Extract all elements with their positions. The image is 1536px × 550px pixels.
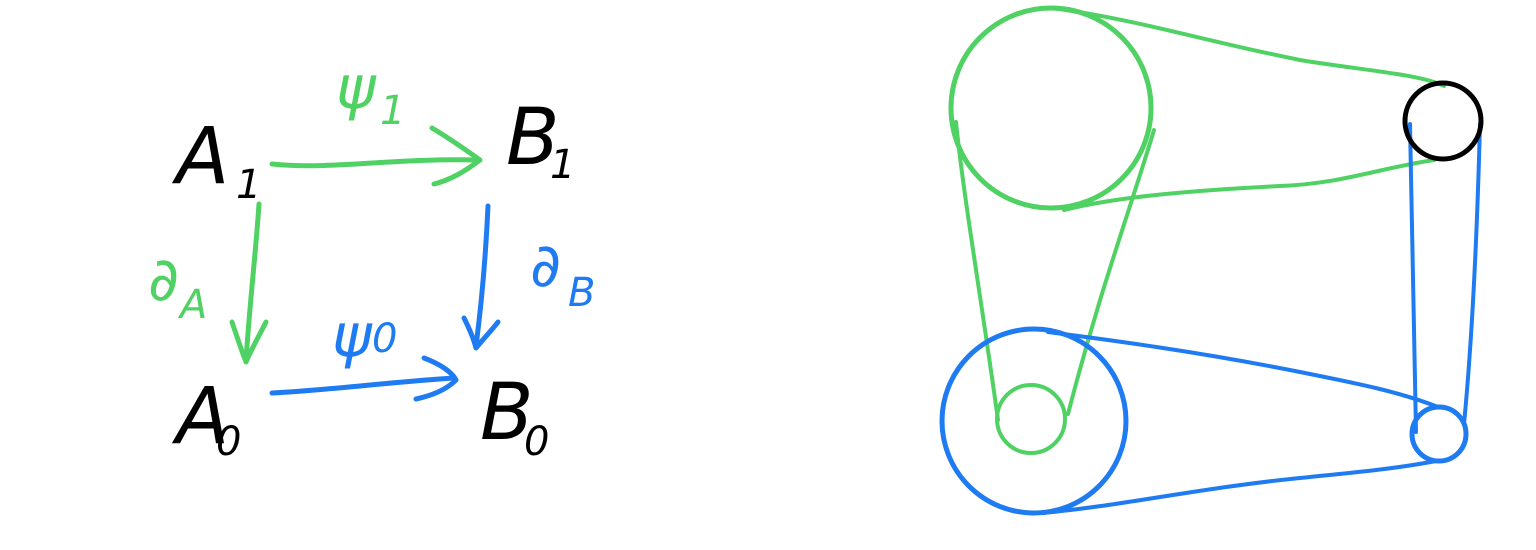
arrow-dB-label: ∂ bbox=[530, 231, 561, 301]
arrow-dB-head bbox=[461, 315, 501, 351]
arrow-dA-head bbox=[229, 319, 269, 365]
arrow-psi1-shaft bbox=[269, 157, 481, 169]
A1-circle bbox=[948, 5, 1154, 211]
node-B1: B 1 bbox=[506, 93, 575, 188]
node-A0-subscript: 0 bbox=[216, 419, 241, 465]
arrow-psi0-shaft bbox=[269, 375, 457, 396]
node-B0-base: B bbox=[480, 368, 534, 458]
node-A1: A 1 bbox=[171, 112, 261, 208]
arrow-dA-label: ∂ bbox=[148, 245, 179, 315]
node-B0: B 0 bbox=[480, 368, 549, 465]
commutative-square: A 1 B 1 A 0 B 0 ψ 1 ψ 0 bbox=[148, 53, 595, 465]
arrow-psi1-label: ψ bbox=[336, 53, 377, 123]
arrow-psi1-head bbox=[429, 125, 483, 187]
arrow-psi1: ψ 1 bbox=[269, 53, 483, 187]
blue-top-tangent bbox=[1046, 330, 1440, 409]
green-right-tangent bbox=[1066, 128, 1156, 416]
green-top-tangent bbox=[1050, 6, 1446, 88]
arrow-dB: ∂ B bbox=[461, 203, 595, 351]
node-A1-subscript: 1 bbox=[236, 162, 261, 208]
node-A1-base: A bbox=[171, 112, 229, 202]
arrow-psi1-subscript: 1 bbox=[380, 88, 405, 134]
arrow-psi0-subscript: 0 bbox=[372, 316, 397, 362]
blue-left-vertical bbox=[1408, 122, 1418, 434]
arrow-dA-shaft bbox=[243, 201, 262, 363]
green-left-tangent bbox=[954, 120, 1000, 422]
arrow-psi0-head bbox=[413, 355, 459, 402]
node-A0-base: A bbox=[171, 372, 229, 462]
green-bottom-tangent bbox=[1062, 158, 1436, 212]
node-B1-subscript: 1 bbox=[550, 142, 575, 188]
arrow-psi0: ψ 0 bbox=[269, 301, 459, 402]
B0-circle bbox=[1409, 404, 1469, 464]
A0-circle bbox=[939, 326, 1129, 516]
arrow-psi0-label: ψ bbox=[332, 301, 373, 371]
node-B1-base: B bbox=[506, 93, 560, 183]
arrow-dB-subscript: B bbox=[568, 270, 595, 316]
cylinder-sketch bbox=[939, 5, 1484, 516]
B1-circle bbox=[1402, 80, 1484, 162]
blue-bottom-tangent bbox=[1040, 459, 1438, 515]
node-A0: A 0 bbox=[171, 372, 241, 465]
blue-right-vertical bbox=[1462, 122, 1482, 426]
inner-circle bbox=[995, 383, 1067, 455]
arrow-dA-subscript: A bbox=[177, 282, 207, 328]
arrow-dB-shaft bbox=[473, 203, 491, 349]
node-B0-subscript: 0 bbox=[524, 419, 549, 465]
arrow-dA: ∂ A bbox=[148, 201, 269, 365]
